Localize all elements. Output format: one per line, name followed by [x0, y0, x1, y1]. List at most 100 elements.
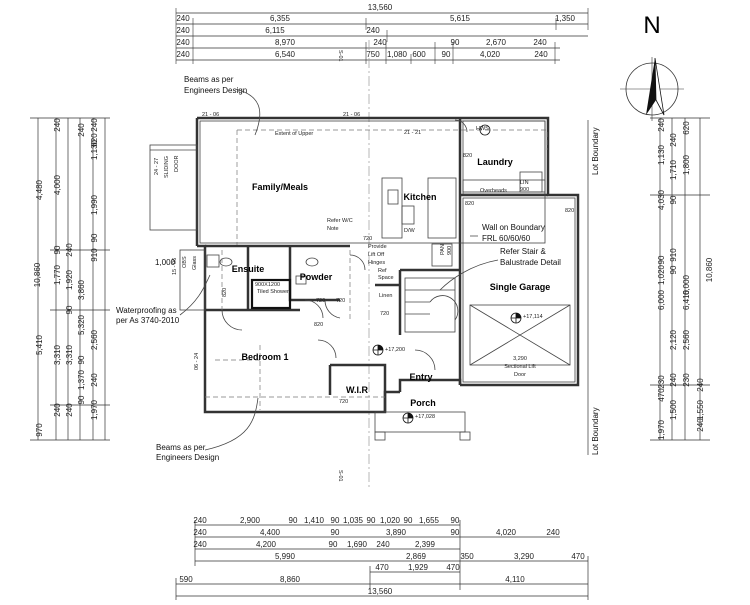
right-dim: 6,410: [682, 289, 691, 310]
left-dim: 4,000: [53, 174, 62, 195]
linen-label: LIN: [520, 180, 529, 186]
refer-wc-note: Refer W/C: [327, 218, 353, 224]
beams-note-top: Beams as per: [184, 75, 234, 84]
lift-off-hinges-note: Lift Off: [368, 252, 385, 258]
level-markers: [372, 124, 522, 424]
north-label: N: [643, 12, 660, 39]
door-size: 720: [336, 298, 345, 304]
top-dim: 90: [442, 50, 451, 59]
right-overall-dim: 10,860: [705, 257, 714, 282]
top-dim: 6,115: [265, 26, 285, 35]
top-dim: 8,970: [275, 38, 296, 47]
lift-off-hinges-note: Hinges: [368, 260, 385, 266]
garage-door-label: Sectional Lift: [504, 364, 536, 370]
waterproofing-note: per As 3740-2010: [116, 316, 180, 325]
right-dim: 240: [657, 118, 666, 132]
bottom-dim: 5,990: [275, 552, 296, 561]
axis-mark-bottom: S-01: [337, 470, 343, 482]
left-dim: 1,920: [65, 269, 74, 290]
bottom-dim: 90: [331, 528, 340, 537]
left-dim: 1,130: [90, 139, 99, 160]
top-dim: 240: [534, 50, 548, 59]
right-dim: 2,560: [682, 329, 691, 350]
left-dim: 4,480: [35, 179, 44, 200]
lot-boundary-top: Lot Boundary: [591, 127, 600, 175]
pantry-label: 900: [447, 246, 453, 255]
left-dim: 3,310: [65, 344, 74, 365]
door-size: 720: [363, 236, 372, 242]
bottom-dim: 240: [193, 516, 207, 525]
window-tag: 21 - 06: [202, 112, 219, 118]
left-dim: 90: [65, 305, 74, 314]
bottom-dim: 240: [376, 540, 390, 549]
right-dim: 1,800: [682, 154, 691, 175]
bottom-dim: 90: [404, 516, 413, 525]
bottom-dim: 4,400: [260, 528, 281, 537]
left-dim: 240: [65, 403, 74, 417]
level-label: +17,114: [523, 314, 543, 320]
right-dim: 4,030: [657, 189, 666, 210]
sliding-door-label: 24 - 27: [154, 158, 160, 175]
leader-line: [179, 274, 211, 316]
right-dim: 240: [696, 418, 705, 432]
level-label: +17,028: [415, 414, 435, 420]
left-dim: 1,970: [90, 399, 99, 420]
top-dim: 90: [451, 38, 460, 47]
wall-on-boundary-note: Wall on Boundary: [482, 223, 545, 232]
extent-upper-label: Extent of Upper: [275, 131, 313, 137]
left-dim: 90: [53, 245, 62, 254]
bottom-dim: 1,929: [408, 563, 429, 572]
top-dim: 5,615: [450, 14, 471, 23]
beams-note-bottom: Engineers Design: [156, 453, 219, 462]
room-bedroom-1: Bedroom 1: [241, 352, 288, 362]
sliding-door-label: SLIDING: [164, 156, 170, 178]
room-laundry: Laundry: [477, 157, 513, 167]
bottom-dim: 90: [367, 516, 376, 525]
left-dim: 3,310: [53, 344, 62, 365]
bottom-dim: 90: [451, 516, 460, 525]
bottom-dim: 470: [446, 563, 460, 572]
top-dim: 1,080: [387, 50, 408, 59]
level-label: +17,200: [385, 347, 405, 353]
axis-mark-top: S-01: [337, 50, 343, 62]
bottom-dim: 1,035: [343, 516, 364, 525]
top-dim: 2,670: [486, 38, 507, 47]
left-dim: 240: [65, 243, 74, 257]
right-dim: 1,710: [669, 159, 678, 180]
left-dim: 90: [90, 233, 99, 242]
linen-label: 900: [520, 187, 529, 193]
right-dim: 910: [669, 248, 678, 262]
bottom-dim: 90: [451, 528, 460, 537]
right-dim: 6,000: [657, 289, 666, 310]
room-wir: W.I.R: [346, 385, 368, 395]
bottom-dim: 4,110: [505, 575, 525, 584]
extent-of-upper: [205, 129, 548, 410]
left-dim: 240: [90, 118, 99, 132]
room-powder: Powder: [300, 272, 333, 282]
top-dim: 600: [412, 50, 426, 59]
right-dim: 2,120: [669, 329, 678, 350]
right-dim: 90: [657, 255, 666, 264]
dim-1000: 1,000: [155, 258, 176, 267]
left-dim: 620: [90, 133, 99, 147]
top-dim: 240: [533, 38, 547, 47]
obs-glass-label: OBS: [182, 256, 188, 268]
bottom-dim: 590: [179, 575, 193, 584]
left-dimensions: [30, 117, 110, 441]
bottom-dim: 470: [571, 552, 585, 561]
sliding-door-label: DOOR: [174, 155, 180, 172]
right-dim: 1,130: [657, 144, 666, 165]
window-tag: 06 - 24: [194, 353, 200, 370]
linen-cupboard-label: Linen: [379, 293, 392, 299]
bottom-overall-dim: 13,560: [368, 587, 393, 596]
door-swings: [221, 119, 468, 371]
refer-stair-note: Refer Stair &: [500, 247, 546, 256]
left-dim: 240: [77, 123, 86, 137]
bottom-dim: 1,020: [380, 516, 401, 525]
door-size: 720: [316, 298, 325, 304]
ref-space-label: Space: [378, 275, 394, 281]
top-dim: 240: [176, 50, 190, 59]
top-dim: 240: [373, 38, 387, 47]
leader-line: [234, 88, 261, 136]
top-dim: 6,355: [270, 14, 291, 23]
